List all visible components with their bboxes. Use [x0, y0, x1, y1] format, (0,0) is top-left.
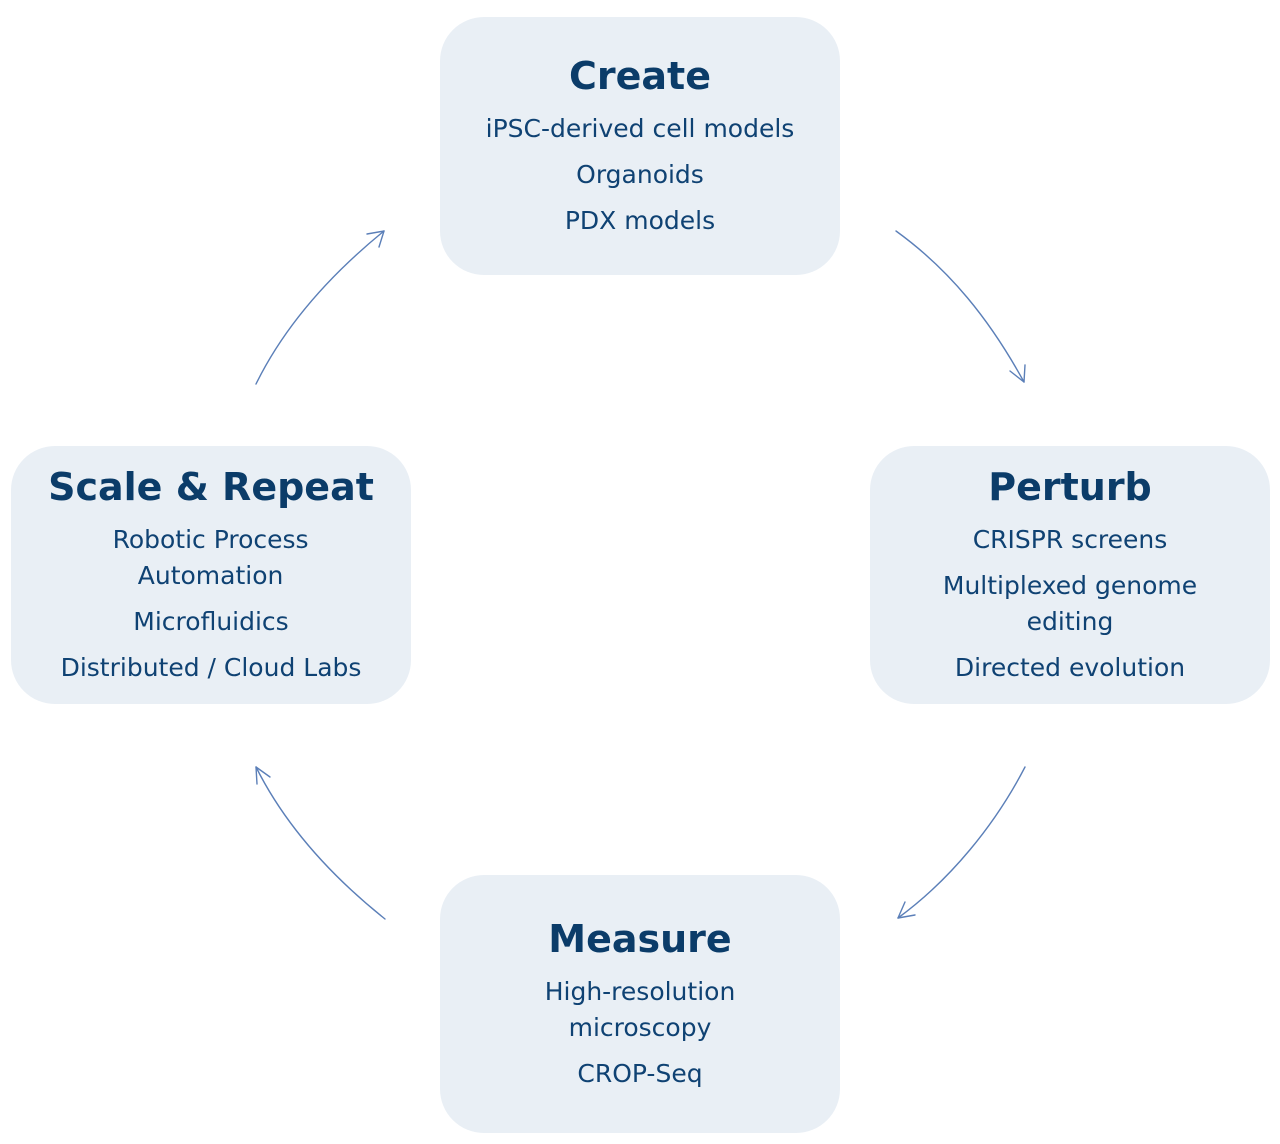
create-stage-items: iPSC-derived cell models Organoids PDX m…	[486, 111, 795, 239]
scale-repeat-stage-title: Scale & Repeat	[48, 465, 374, 509]
arrow-perturb-to-measure	[897, 766, 1026, 919]
perturb-item: Multiplexed genome editing	[942, 571, 1198, 636]
arrow-create-to-perturb	[895, 230, 1026, 383]
create-item: Organoids	[576, 160, 704, 189]
measure-stage-items: High-resolution microscopy CROP-Seq	[490, 974, 790, 1092]
arrow-scale-to-create	[255, 230, 385, 385]
scale-repeat-item: Microfluidics	[133, 607, 289, 636]
perturb-stage-items: CRISPR screens Multiplexed genome editin…	[920, 522, 1220, 686]
scale-repeat-stage-items: Robotic Process Automation Microfluidics…	[61, 522, 362, 686]
perturb-item: CRISPR screens	[972, 525, 1168, 554]
create-item: iPSC-derived cell models	[485, 114, 795, 143]
measure-stage-title: Measure	[548, 917, 732, 961]
scale-repeat-item: Distributed / Cloud Labs	[60, 653, 362, 682]
create-stage-card: Create iPSC-derived cell models Organoid…	[440, 17, 840, 275]
scale-repeat-stage-card: Scale & Repeat Robotic Process Automatio…	[11, 446, 411, 704]
measure-item: CROP-Seq	[577, 1059, 703, 1088]
perturb-stage-title: Perturb	[988, 465, 1152, 509]
create-item: PDX models	[564, 206, 716, 235]
perturb-stage-card: Perturb CRISPR screens Multiplexed genom…	[870, 446, 1270, 704]
create-stage-title: Create	[569, 54, 711, 98]
arrow-measure-to-scale	[255, 766, 386, 920]
perturb-item: Directed evolution	[954, 653, 1186, 682]
scale-repeat-item: Robotic Process Automation	[112, 525, 309, 590]
measure-item: High-resolution microscopy	[544, 977, 736, 1042]
measure-stage-card: Measure High-resolution microscopy CROP-…	[440, 875, 840, 1133]
